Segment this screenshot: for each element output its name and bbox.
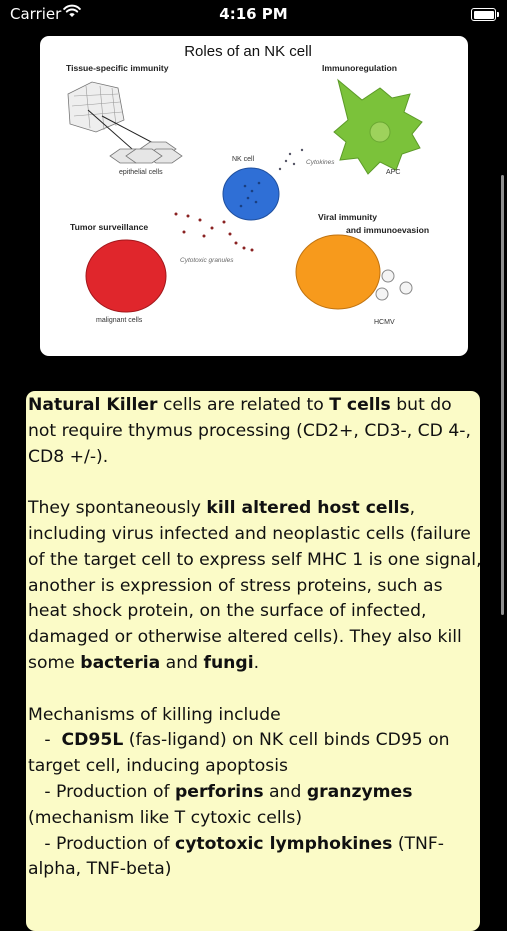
label-epithelial: epithelial cells: [119, 169, 163, 176]
bold-term: CD95L: [61, 730, 124, 751]
text-run: (TNF-alpha, TNF-beta): [28, 833, 445, 880]
wifi-icon: [63, 4, 81, 22]
label-tumor: Tumor surveillance: [70, 222, 148, 232]
infected-cell-icon: [295, 234, 381, 310]
nk-cell-figure: Roles of an NK cell Tissue-specific immu…: [40, 36, 468, 356]
label-tissue: Tissue-specific immunity: [66, 63, 169, 73]
label-malignant: malignant cells: [96, 317, 143, 324]
carrier-label: Carrier: [10, 5, 62, 23]
cytokine-dots: [278, 148, 304, 171]
label-apc: APC: [386, 169, 400, 176]
label-immunoregulation: Immunoregulation: [322, 63, 397, 73]
bold-term: kill altered host cells: [206, 498, 410, 519]
text-run: (mechanism like T cytoxic cells): [28, 781, 418, 828]
label-cytokines: Cytokines: [306, 159, 335, 166]
bold-term: bacteria: [80, 652, 161, 673]
bold-term: granzymes: [306, 781, 413, 802]
label-viral-1: Viral immunity: [318, 212, 377, 222]
bold-term: fungi: [203, 652, 254, 673]
text-run: but do not require thymus processing (CD…: [28, 395, 477, 467]
text-run: cells are related to: [157, 395, 330, 415]
malignant-cell-icon: [85, 239, 167, 313]
status-bar: Carrier 4:16 PM: [0, 0, 507, 30]
paragraph-killing: They spontaneously kill altered host cel…: [28, 496, 482, 677]
figure-drawing: Roles of an NK cell Tissue-specific immu…: [66, 43, 429, 326]
label-nk-cell: NK cell: [232, 156, 255, 163]
paragraph-intro: Natural Killer cells are related to T ce…: [28, 393, 482, 470]
mechanism-item-cd95l: - CD95L (fas-ligand) on NK cell binds CD…: [28, 728, 482, 780]
hcmv-virus-icons: [375, 269, 413, 301]
mechanism-item-perforins: - Production of perforins and granzymes …: [28, 780, 482, 832]
nk-cell-granules: [239, 181, 261, 208]
epithelial-cells-icon: [109, 141, 183, 164]
text-run: - Production of: [28, 781, 175, 802]
text-run: , including virus infected and neoplasti…: [28, 498, 488, 673]
bold-term: perforins: [175, 781, 264, 802]
description-panel: Natural Killer cells are related to T ce…: [26, 391, 482, 931]
text-run: and: [263, 781, 307, 802]
mechanisms-heading: Mechanisms of killing include: [28, 704, 281, 725]
label-hcmv: HCMV: [374, 319, 395, 326]
scroll-indicator[interactable]: [501, 175, 504, 615]
description-text: Natural Killer cells are related to T ce…: [28, 393, 482, 883]
text-run: .: [253, 652, 260, 673]
text-run: (fas-ligand) on NK cell binds CD95 on ta…: [28, 730, 456, 777]
label-viral-2: and immunoevasion: [346, 225, 429, 235]
battery-icon: [471, 8, 499, 21]
mechanism-item-lymphokines: - Production of cytotoxic lymphokines (T…: [28, 832, 482, 884]
text-run: and: [160, 652, 204, 673]
text-run: They spontaneously: [28, 498, 207, 519]
bold-term: cytotoxic lymphokines: [175, 833, 393, 854]
granule-dots: [174, 212, 254, 252]
label-granules: Cytotoxic granules: [180, 257, 234, 264]
bold-term: T cells: [329, 395, 391, 415]
clock: 4:16 PM: [219, 5, 288, 23]
text-run: - Production of: [28, 833, 175, 854]
nk-cell-icon: [222, 167, 280, 221]
bold-term: Natural Killer: [28, 395, 158, 415]
figure-title: Roles of an NK cell: [184, 43, 312, 60]
text-run: -: [28, 730, 62, 751]
